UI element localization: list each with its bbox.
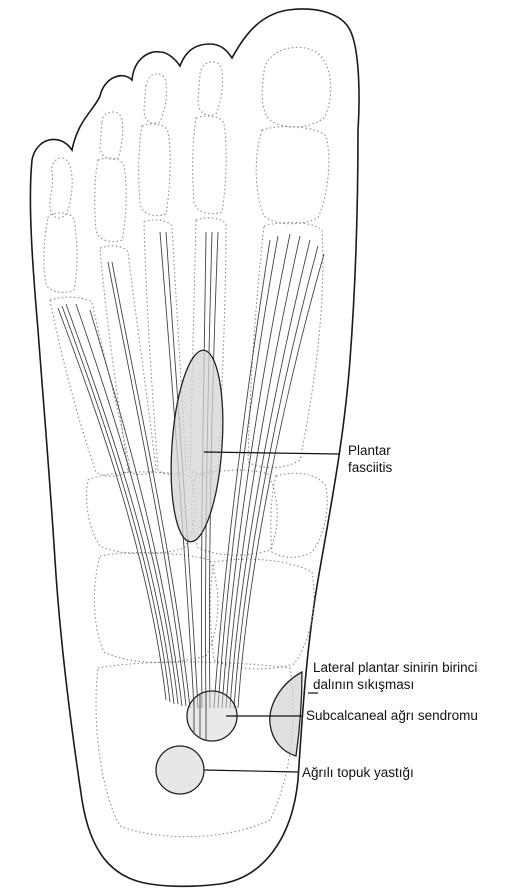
label-subcalcaneal: Subcalcaneal ağrı sendromu <box>306 707 478 724</box>
heel-pad-zone <box>156 746 204 794</box>
label-lateral-nerve-line1: Lateral plantar sinirin birinci <box>313 659 477 676</box>
leader-plantar-fasciitis <box>204 452 340 454</box>
label-plantar-fasciitis: Plantar fasciitis <box>348 442 392 476</box>
label-plantar-fasciitis-line1: Plantar <box>348 442 392 459</box>
label-lateral-nerve: Lateral plantar sinirin birinci dalının … <box>313 659 477 693</box>
label-heel-pad: Ağrılı topuk yastığı <box>302 764 414 781</box>
leader-heel-pad <box>204 770 298 772</box>
plantar-fasciitis-zone <box>165 348 228 543</box>
label-lateral-nerve-line2: dalının sıkışması <box>313 676 477 693</box>
lateral-nerve-zone <box>270 672 302 756</box>
toe-bones <box>44 47 331 292</box>
label-plantar-fasciitis-line2: fasciitis <box>348 459 392 476</box>
tarsal-bones <box>87 470 328 836</box>
